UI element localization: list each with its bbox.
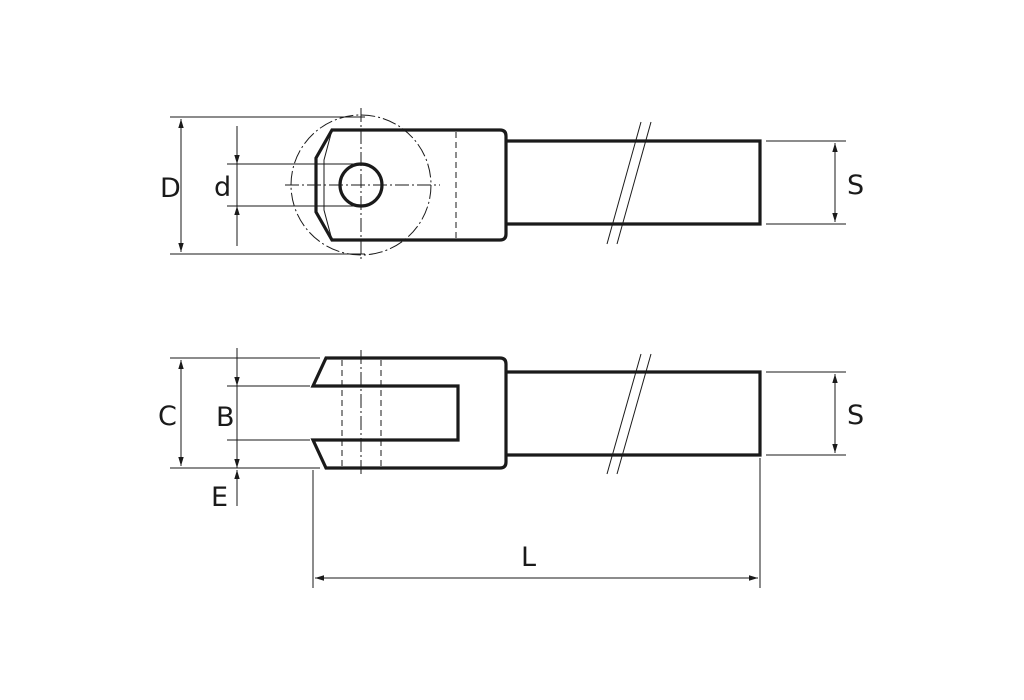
top-view: D d S [160, 108, 864, 262]
bottom-rod-shank [506, 370, 762, 457]
label-L: L [521, 542, 536, 573]
label-S-top: S [847, 170, 864, 201]
label-C: C [158, 401, 177, 432]
bottom-view: C B E S L [158, 348, 864, 588]
bottom-break-line-1 [606, 353, 642, 475]
label-E: E [211, 482, 228, 513]
label-B: B [216, 402, 235, 433]
top-rod-shank [506, 139, 762, 226]
bottom-break-line-2 [616, 353, 652, 475]
label-d: d [214, 172, 231, 203]
label-D: D [160, 173, 181, 204]
top-clevis-head [314, 128, 508, 242]
label-S-bottom: S [847, 400, 864, 431]
top-break-line-1 [606, 121, 642, 245]
top-break-line-2 [616, 121, 652, 245]
